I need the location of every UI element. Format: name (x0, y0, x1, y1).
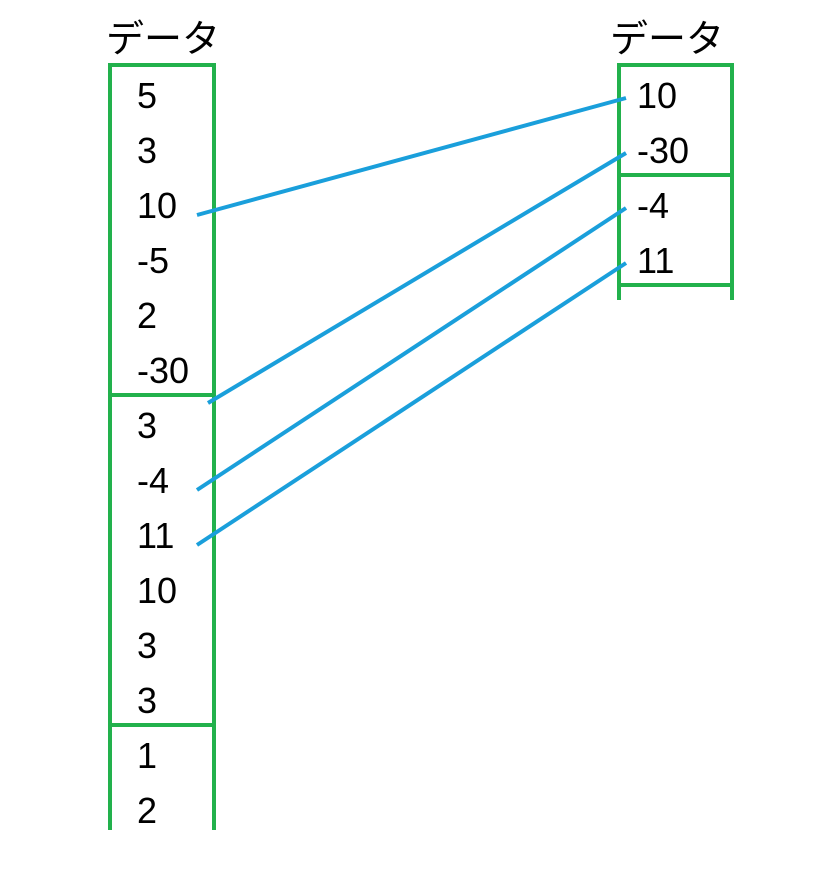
data-value: -5 (137, 240, 169, 281)
data-value: 2 (137, 295, 157, 336)
data-value: -4 (637, 185, 669, 226)
data-value: 3 (137, 680, 157, 721)
right-column-title: データ (610, 17, 724, 61)
data-value: 11 (637, 240, 674, 281)
connector-line (206, 151, 628, 405)
data-value: 2 (137, 790, 157, 831)
data-value: 1 (137, 735, 157, 776)
data-value: -30 (137, 350, 189, 391)
connectors (195, 96, 628, 547)
data-value: 10 (137, 185, 177, 226)
connector-line (195, 206, 628, 492)
data-value: 10 (637, 75, 677, 116)
right-data-column: 10 -30 -4 11 (617, 63, 734, 300)
data-value: 10 (137, 570, 177, 611)
data-value: -4 (137, 460, 169, 501)
data-value: 11 (137, 515, 174, 556)
data-value: 3 (137, 625, 157, 666)
data-value: 3 (137, 405, 157, 446)
left-data-column: 5 3 10 -5 2 -30 3 -4 11 10 3 3 1 2 (108, 63, 216, 831)
data-value: 3 (137, 130, 157, 171)
data-value: 5 (137, 75, 157, 116)
connector-line (195, 261, 628, 547)
left-column-title: データ (106, 17, 220, 61)
connector-line (196, 96, 627, 217)
data-value: -30 (637, 130, 689, 171)
